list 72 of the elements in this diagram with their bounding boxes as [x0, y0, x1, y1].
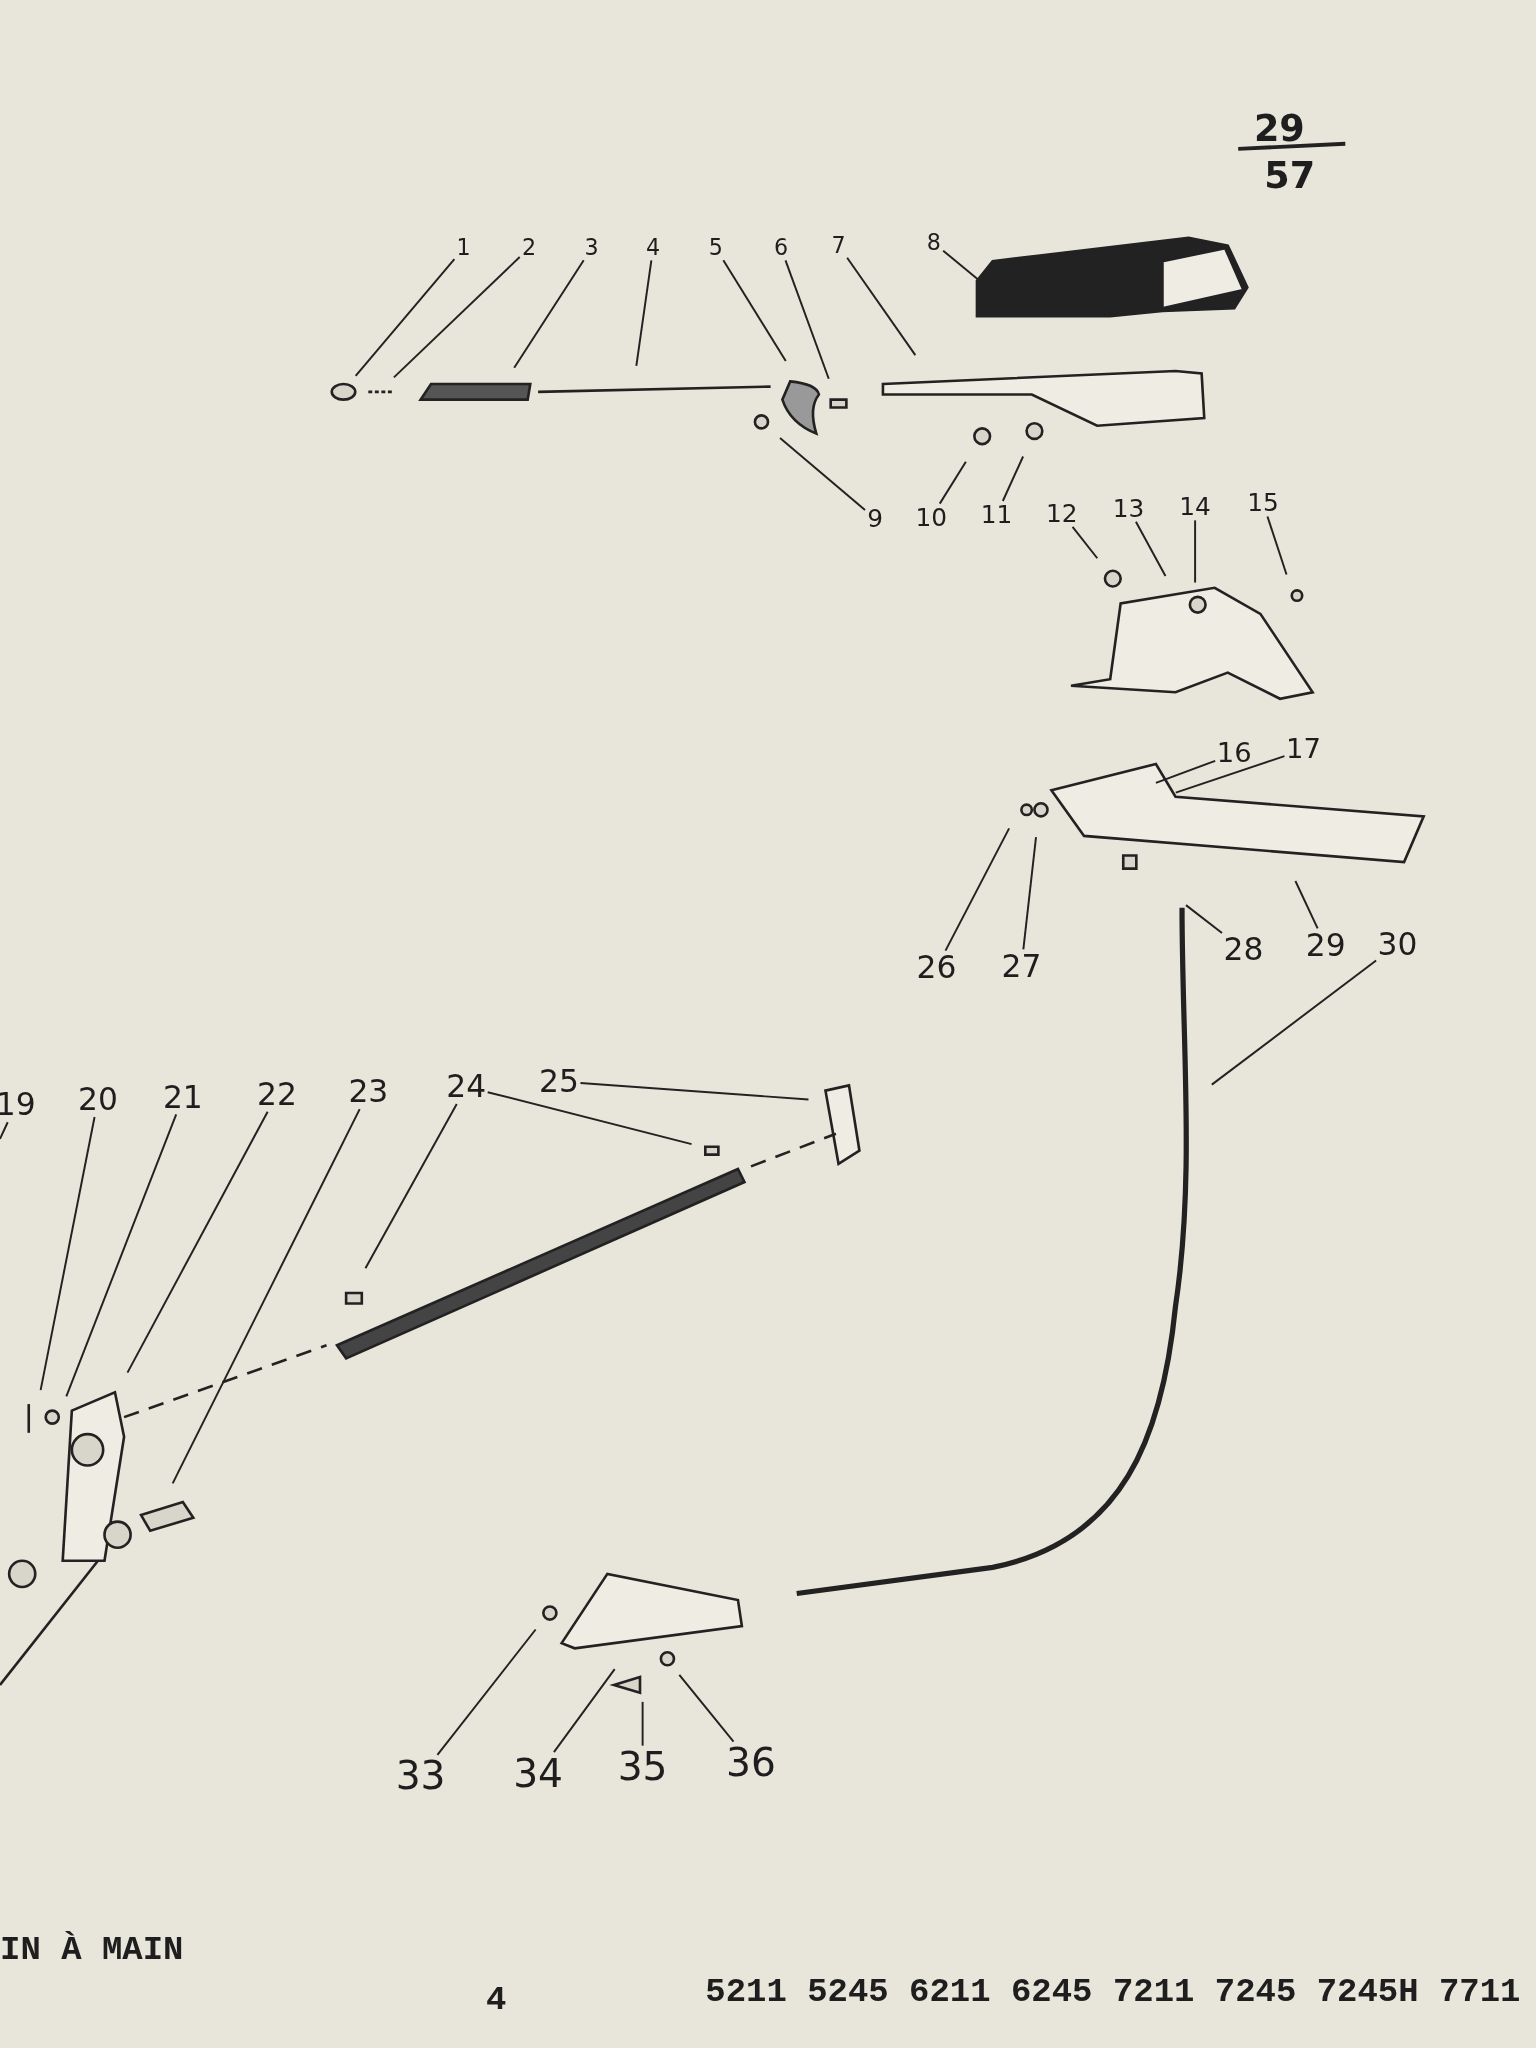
callout-number: 12 — [1044, 499, 1079, 527]
page-fraction-numerator: 29 — [1253, 107, 1305, 151]
leader-line — [0, 1121, 9, 1140]
callout-number: 35 — [616, 1746, 669, 1789]
page-fraction-denominator: 57 — [1264, 154, 1316, 198]
callout-number: 2 — [520, 235, 538, 261]
leader-line — [1185, 904, 1223, 934]
leader-line — [513, 259, 585, 369]
leader-line — [39, 1116, 96, 1392]
leader-line — [171, 1108, 361, 1485]
leader-line — [784, 259, 830, 380]
leader-line — [944, 827, 1011, 952]
callout-number: 23 — [347, 1074, 390, 1109]
callout-number: 33 — [394, 1755, 447, 1798]
leader-line — [938, 460, 967, 505]
callout-number: 29 — [1304, 928, 1347, 963]
page-number: 4 — [485, 1980, 507, 2020]
leader-line — [1294, 880, 1319, 930]
leader-line — [1210, 959, 1378, 1086]
leader-line — [722, 259, 787, 362]
callout-number: 9 — [865, 504, 885, 533]
leader-line — [635, 259, 653, 367]
leader-line — [1174, 755, 1286, 794]
leader-line — [354, 258, 456, 377]
callout-number: 26 — [915, 950, 958, 985]
callout-number: 1 — [455, 235, 473, 261]
callout-number: 11 — [979, 500, 1014, 529]
model-number-list: 5211 5245 6211 6245 7211 7245 7245H 7711 — [705, 1972, 1521, 2012]
callout-number: 7 — [830, 233, 847, 258]
callout-number: 20 — [76, 1082, 120, 1117]
callout-number: 36 — [724, 1742, 778, 1785]
callout-number: 24 — [445, 1069, 488, 1104]
leader-line — [65, 1113, 178, 1398]
callout-number: 30 — [1376, 927, 1419, 962]
callout-number: 27 — [1000, 949, 1043, 984]
leader-line — [846, 256, 917, 357]
callout-number: 25 — [537, 1064, 581, 1099]
leader-line — [579, 1082, 810, 1101]
callout-number: 5 — [707, 235, 725, 261]
leader-line — [552, 1668, 616, 1754]
callout-number: 14 — [1178, 493, 1213, 521]
leader-line — [678, 1674, 735, 1743]
leader-line — [126, 1110, 269, 1374]
callout-number: 28 — [1222, 932, 1265, 967]
leader-line — [436, 1628, 537, 1756]
callout-number: 21 — [161, 1080, 205, 1115]
callout-number: 22 — [255, 1077, 299, 1112]
leader-line — [364, 1102, 458, 1270]
leader-line — [779, 436, 866, 512]
callout-number: 16 — [1215, 738, 1254, 769]
callout-number: 13 — [1111, 494, 1146, 522]
callout-number: 34 — [511, 1752, 565, 1795]
callout-number: 3 — [583, 235, 601, 261]
leader-line — [392, 256, 521, 379]
leader-line — [1071, 525, 1099, 560]
callout-number: 10 — [914, 503, 949, 531]
section-title: IN À MAIN — [0, 1930, 184, 1970]
leader-line — [942, 249, 981, 282]
callout-number: 15 — [1245, 489, 1281, 517]
leader-line — [486, 1091, 693, 1146]
leader-line — [1266, 515, 1288, 576]
leader-line — [1154, 759, 1217, 784]
callout-number: 17 — [1284, 734, 1323, 765]
leader-line — [641, 1700, 644, 1747]
callout-number: 19 — [0, 1088, 37, 1122]
callout-number: 8 — [925, 230, 943, 256]
leader-line — [1134, 520, 1167, 577]
callout-number: 6 — [772, 235, 790, 261]
callout-number: 4 — [644, 235, 662, 261]
leader-line — [1001, 455, 1025, 502]
leader-line — [1022, 836, 1037, 951]
leader-line — [1194, 519, 1197, 584]
